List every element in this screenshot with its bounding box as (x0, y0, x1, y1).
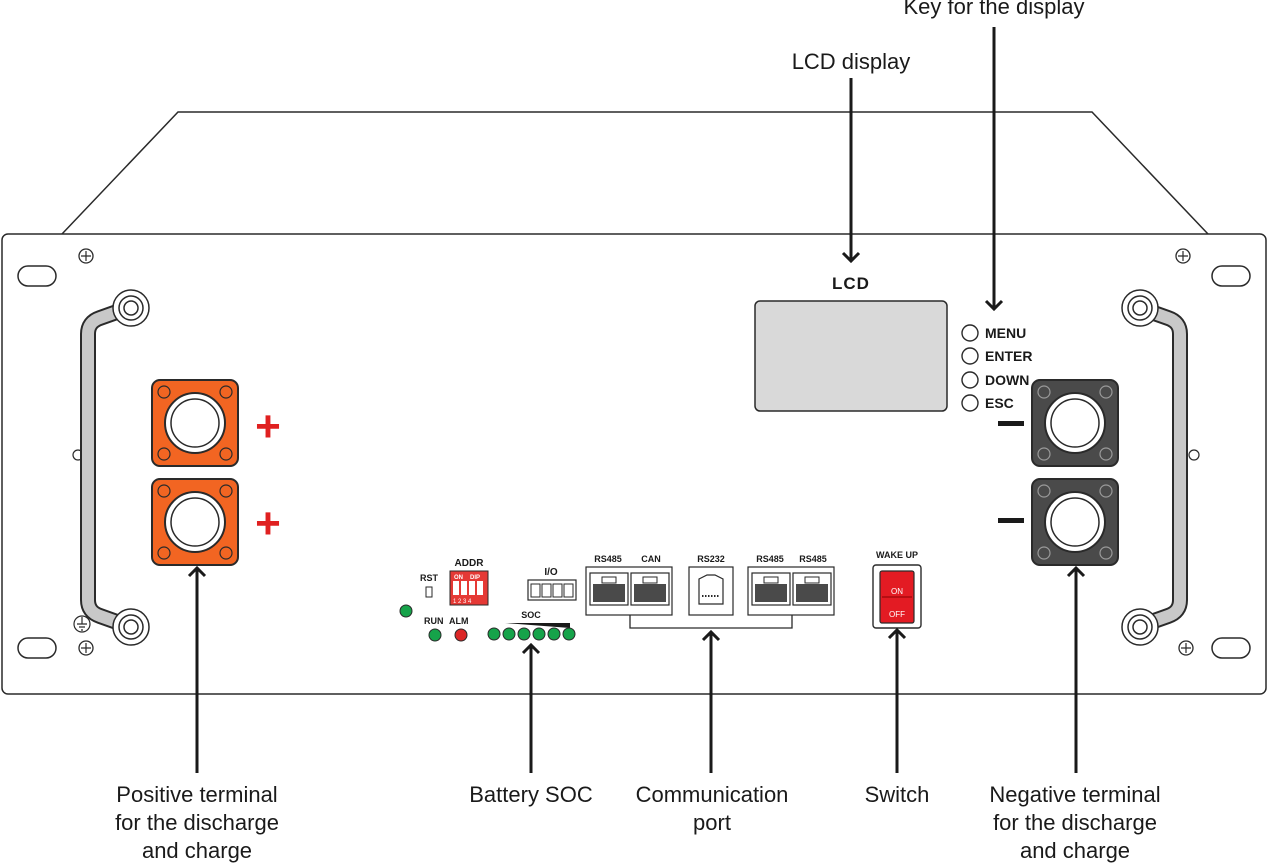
port-label-rs485: RS485 (594, 554, 622, 564)
front-panel (1, 233, 1267, 695)
can-port[interactable] (630, 572, 670, 606)
soc-led (532, 627, 546, 641)
io-terminal-block[interactable] (527, 579, 577, 601)
wake-up-label: WAKE UP (876, 550, 918, 560)
positive-symbol: + (255, 499, 281, 548)
soc-led (517, 627, 531, 641)
dip-dip-label: DIP (470, 575, 480, 581)
switch-off-label: OFF (889, 610, 905, 619)
address-dip-switch[interactable] (449, 570, 489, 606)
enter-key[interactable]: ENTER (961, 347, 1032, 365)
positive-symbol: + (255, 402, 281, 451)
enter-key-label: ENTER (985, 348, 1032, 364)
soc-led (487, 627, 501, 641)
positive-terminal-label: Positive terminal for the discharge and … (115, 782, 279, 863)
soc-led (502, 627, 516, 641)
reset-button[interactable] (425, 586, 433, 598)
comm-port-bracket (629, 615, 793, 629)
down-key[interactable]: DOWN (961, 371, 1029, 389)
negative-terminal-label: Negative terminal for the discharge and … (989, 782, 1161, 863)
soc-led (562, 627, 576, 641)
soc-led (547, 627, 561, 641)
panel-screw-icon (1175, 248, 1191, 264)
negative-symbol (998, 421, 1024, 426)
negative-terminal-bottom[interactable] (1031, 478, 1119, 566)
lcd-display-label: LCD display (791, 49, 911, 74)
panel-screw-icon (1178, 640, 1194, 656)
rack-slot-top-left (17, 265, 57, 287)
panel-screw-icon (1188, 449, 1200, 461)
menu-key-label: MENU (985, 325, 1026, 341)
rs485-port[interactable] (589, 572, 629, 606)
port-label-can: CAN (641, 554, 661, 564)
soc-leds (487, 627, 576, 641)
rack-slot-top-right (1211, 265, 1251, 287)
negative-terminal-top[interactable] (1031, 379, 1119, 467)
communication-port-label: Communication port (635, 782, 789, 835)
menu-key[interactable]: MENU (961, 324, 1026, 342)
run-label: RUN (424, 616, 444, 626)
rs232-port[interactable] (688, 566, 734, 616)
addr-label: ADDR (455, 558, 485, 569)
soc-ramp (505, 623, 570, 628)
esc-key-label: ESC (985, 395, 1014, 411)
alm-label: ALM (449, 616, 469, 626)
down-key-label: DOWN (985, 372, 1029, 388)
alm-led (454, 628, 468, 642)
status-led (399, 604, 413, 618)
port-label-rs232: RS232 (697, 554, 725, 564)
lcd-screen (754, 300, 948, 412)
negative-symbol (998, 518, 1024, 523)
io-label: I/O (544, 567, 558, 578)
enclosure-top (61, 111, 1209, 235)
left-handle[interactable] (80, 289, 150, 646)
esc-key[interactable]: ESC (961, 394, 1014, 412)
rst-label: RST (420, 573, 439, 583)
right-handle[interactable] (1121, 289, 1188, 646)
port-label-rs485-3: RS485 (799, 554, 827, 564)
switch-label: Switch (864, 782, 930, 807)
key-for-display-label: Key for the display (903, 0, 1085, 19)
rack-slot-bottom-right (1211, 637, 1251, 659)
positive-terminal-top[interactable] (151, 379, 239, 467)
dip-numbers: 1 2 3 4 (453, 599, 472, 605)
panel-screw-icon (78, 640, 94, 656)
soc-label: SOC (521, 610, 541, 620)
rs485-port-3[interactable] (792, 572, 832, 606)
rs485-port-2[interactable] (751, 572, 791, 606)
battery-soc-label: Battery SOC (469, 782, 593, 807)
port-label-rs485-2: RS485 (756, 554, 784, 564)
switch-on-label: ON (891, 587, 903, 596)
ground-icon (73, 615, 91, 633)
dip-on-label: ON (454, 575, 463, 581)
lcd-label: LCD (832, 274, 870, 293)
positive-terminal-bottom[interactable] (151, 478, 239, 566)
rack-slot-bottom-left (17, 637, 57, 659)
panel-screw-icon (78, 248, 94, 264)
run-led (428, 628, 442, 642)
